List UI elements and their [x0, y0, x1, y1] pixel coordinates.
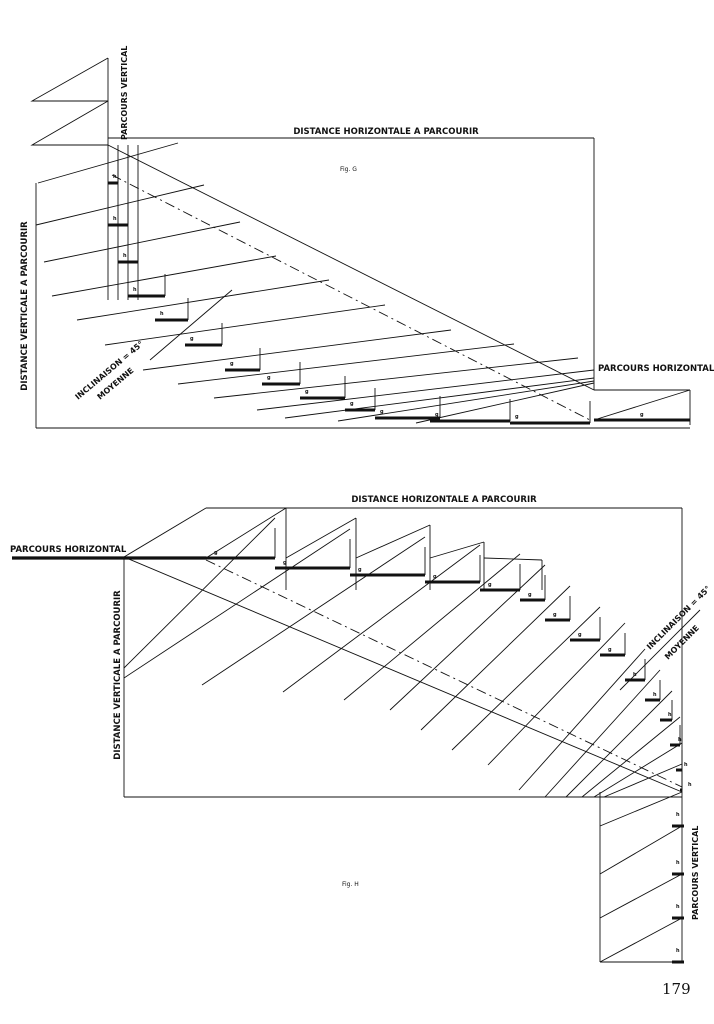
flat-run-diag [593, 389, 691, 421]
horizontal-run-label: PARCOURS HORIZONTAL [598, 364, 714, 374]
steps-group: g g g g g g g g g h h h h h h h h h h [123, 507, 692, 964]
page-number: 179 [662, 980, 691, 998]
step-mark: g [350, 401, 354, 407]
step-mark: g [214, 550, 218, 556]
horizontal-run-label: PARCOURS HORIZONTAL [10, 545, 127, 555]
upper-diagonal [123, 507, 207, 558]
step-mark: h [676, 948, 680, 954]
step-mark: g [528, 592, 532, 598]
figure-g: h h h h h g g g g g g g g g [30, 57, 691, 429]
top-triangle [285, 517, 357, 559]
step-mark: g [283, 560, 287, 566]
step-diagonal [603, 763, 683, 798]
step-mark: h [113, 174, 117, 180]
step-mark: g [358, 567, 362, 573]
step-diagonal [123, 528, 351, 679]
step-mark: h [123, 253, 127, 259]
step-mark: h [113, 216, 117, 222]
vertical-run-label: PARCOURS VERTICAL [691, 826, 700, 920]
step-diagonal [544, 669, 661, 798]
mean-slope-line [205, 559, 683, 788]
step-diagonal [256, 369, 595, 411]
step-diagonal [420, 585, 571, 731]
vertical-run-diag [599, 917, 683, 963]
step-diagonal [487, 622, 626, 766]
figure-h: g g g g g g g g g h h h h h h h h h h [12, 507, 701, 964]
step-mark: g [190, 336, 194, 342]
step-mark: g [608, 647, 612, 653]
vertical-run-diag [599, 791, 683, 827]
step-diagonal [337, 380, 595, 422]
stair-diagonal [107, 144, 595, 391]
vertical-run-triangle [30, 100, 109, 146]
step-diagonal [343, 553, 521, 701]
step-diagonal [282, 544, 481, 693]
step-mark: g [305, 389, 309, 395]
step-diagonal [213, 357, 579, 399]
step-diagonal [593, 742, 683, 798]
step-mark: g [578, 632, 582, 638]
step-mark: h [676, 904, 680, 910]
step-mark: h [653, 692, 657, 698]
step-diagonal [142, 329, 452, 371]
horizontal-distance-label: DISTANCE HORIZONTALE A PARCOURIR [351, 495, 537, 505]
step-mark: h [688, 782, 692, 788]
top-triangle [429, 541, 485, 559]
step-mark: h [676, 860, 680, 866]
step-diagonal [389, 564, 546, 711]
top-triangle [205, 507, 287, 559]
step-mark: g [553, 612, 557, 618]
step-diagonal [123, 517, 276, 669]
step-mark: h [676, 812, 680, 818]
step-mark: g [515, 414, 519, 420]
vertical-run-diag [599, 873, 683, 919]
step-diagonal [284, 377, 595, 419]
step-mark: h [633, 672, 637, 678]
step-diagonal [43, 221, 241, 263]
step-mark: h [684, 762, 688, 768]
mean-slope-line [111, 174, 591, 421]
steps-group: h h h h h g g g g g g g g g [35, 142, 690, 425]
vertical-run-triangle [30, 57, 109, 102]
top-triangle [355, 524, 431, 559]
step-mark: g [267, 375, 271, 381]
vertical-distance-label: DISTANCE VERTICALE A PARCOURIR [113, 590, 123, 760]
step-mark: g [380, 409, 384, 415]
vertical-distance-label: DISTANCE VERTICALE A PARCOURIR [20, 221, 30, 391]
figure-caption: Fig. H [342, 881, 359, 888]
step-diagonal [177, 343, 515, 385]
step-diagonal [451, 606, 601, 751]
inclination-line [619, 609, 701, 691]
step-mark: g [433, 574, 437, 580]
figure-caption: Fig. G [340, 166, 357, 173]
step-mark: h [133, 287, 137, 293]
top-triangle [483, 557, 543, 561]
step-mark: h [678, 737, 682, 743]
step-mark: g [435, 412, 439, 418]
step-diagonal [415, 382, 595, 424]
step-diagonal [581, 716, 681, 798]
horizontal-distance-label: DISTANCE HORIZONTALE A PARCOURIR [293, 127, 479, 137]
stair-diagonal [123, 556, 683, 793]
step-diagonal [201, 536, 426, 686]
step-mark: g [488, 582, 492, 588]
step-mark: h [668, 712, 672, 718]
vertical-run-diag [599, 825, 683, 875]
step-diagonal [565, 690, 673, 798]
step-diagonal [51, 255, 277, 297]
step-mark: g [640, 412, 644, 418]
step-mark: g [230, 361, 234, 367]
step-diagonal [76, 279, 330, 321]
step-diagonal [35, 184, 205, 226]
step-diagonal [104, 304, 386, 346]
step-mark: h [160, 311, 164, 317]
vertical-run-label: PARCOURS VERTICAL [120, 46, 129, 140]
step-diagonal [518, 648, 646, 791]
inclination-line [149, 289, 233, 361]
